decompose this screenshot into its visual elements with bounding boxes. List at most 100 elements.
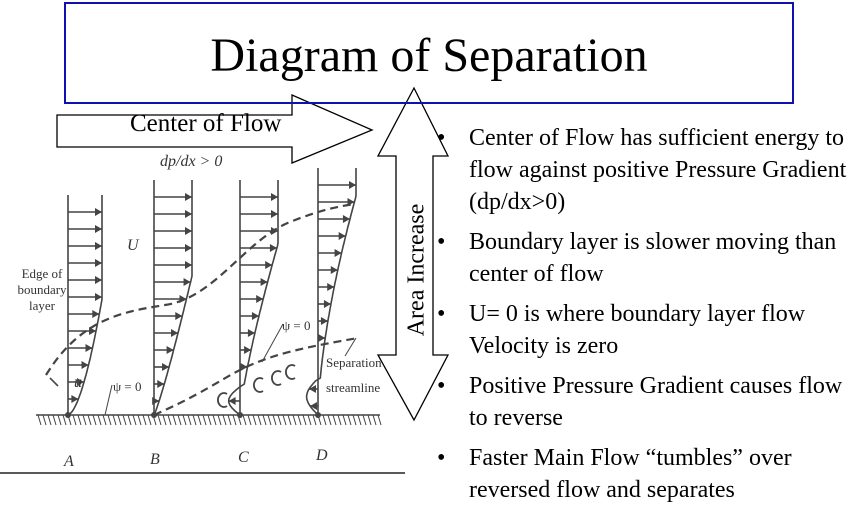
velocity-profile <box>152 180 193 415</box>
arrowhead <box>185 193 192 201</box>
eddy-icon <box>217 392 228 408</box>
hatch-mark <box>352 414 357 426</box>
hatch-mark <box>282 414 287 426</box>
station-a-point <box>65 412 71 418</box>
arrowhead <box>185 210 192 218</box>
hatch-mark <box>377 414 382 426</box>
separation-label-1: Separation <box>326 355 382 370</box>
eddy-icon <box>285 364 296 380</box>
edge-label-1: Edge of <box>22 266 63 281</box>
hatch-mark <box>222 414 227 426</box>
station-c-point <box>237 412 243 418</box>
arrowhead <box>240 363 248 371</box>
arrowhead <box>95 208 102 216</box>
hatch-mark <box>372 414 377 426</box>
arrowhead <box>77 378 85 386</box>
hatch-mark <box>187 414 192 426</box>
hatch-mark <box>57 414 62 426</box>
hatch-mark <box>162 414 167 426</box>
bullet-item: U= 0 is where boundary layer flow Veloci… <box>437 298 850 362</box>
hatch-mark <box>347 414 352 426</box>
hatch-mark <box>277 414 282 426</box>
hatch-mark <box>102 414 107 426</box>
hatch-mark <box>307 414 312 426</box>
hatch-mark <box>127 414 132 426</box>
hatch-mark <box>302 414 307 426</box>
hatch-mark <box>297 414 302 426</box>
area-increase-label: Area Increase <box>403 203 430 337</box>
hatch-mark <box>262 414 267 426</box>
arrowhead <box>85 344 93 352</box>
arrowhead <box>166 346 174 354</box>
psi-label-a: ψ = 0 <box>113 379 141 394</box>
arrowhead <box>342 215 350 223</box>
arrowhead <box>228 397 236 405</box>
hatch-mark <box>272 414 277 426</box>
hatch-mark <box>212 414 217 426</box>
arrowhead <box>179 295 187 303</box>
hatch-mark <box>92 414 97 426</box>
arrowhead <box>318 334 326 342</box>
hatch-mark <box>172 414 177 426</box>
center-of-flow-arrow <box>56 94 374 164</box>
arrowhead <box>323 300 331 308</box>
hatch-mark <box>47 414 52 426</box>
arrowhead <box>95 293 102 301</box>
hatch-mark <box>367 414 372 426</box>
station-b-label: B <box>150 451 160 468</box>
hatch-mark <box>332 414 337 426</box>
station-d-label: D <box>315 447 328 464</box>
arrowhead <box>185 261 192 269</box>
hatch-mark <box>177 414 182 426</box>
hatch-mark <box>167 414 172 426</box>
arrowhead <box>334 249 342 257</box>
separation-streamline <box>153 336 359 417</box>
arrowhead <box>265 261 273 269</box>
arrowhead <box>244 346 252 354</box>
station-c-label: C <box>238 449 249 466</box>
bullet-item: Boundary layer is slower moving than cen… <box>437 226 850 290</box>
velocity-profile <box>67 195 103 415</box>
eddy-icon <box>271 370 282 386</box>
arrowhead <box>95 225 102 233</box>
velocity-profile <box>305 168 357 415</box>
velocity-profile <box>227 180 279 415</box>
hatch-mark <box>37 414 42 426</box>
arrowhead <box>171 329 179 337</box>
separation-label-2: streamline <box>326 380 380 395</box>
arrowhead <box>260 278 268 286</box>
arrowhead <box>185 244 192 252</box>
arrowhead <box>71 395 79 403</box>
area-increase-arrow <box>376 86 450 422</box>
arrowhead <box>92 310 100 318</box>
profile-curve <box>305 168 357 415</box>
hatch-mark <box>287 414 292 426</box>
hatch-mark <box>312 414 317 426</box>
hatch-mark <box>52 414 57 426</box>
arrowhead <box>349 181 356 189</box>
hatch-mark <box>82 414 87 426</box>
bullet-list: Center of Flow has sufficient energy to … <box>437 122 850 514</box>
hatch-mark <box>62 414 67 426</box>
arrowhead <box>89 327 97 335</box>
hatch-mark <box>132 414 137 426</box>
station-b-point <box>151 412 157 418</box>
hatch-mark <box>147 414 152 426</box>
arrowhead <box>95 242 102 250</box>
dp-label: dp/dx > 0 <box>160 153 222 170</box>
arrowhead <box>338 232 346 240</box>
hatch-mark <box>202 414 207 426</box>
station-d-point <box>315 412 321 418</box>
hatch-mark <box>122 414 127 426</box>
hatch-mark <box>142 414 147 426</box>
arrowhead <box>347 198 355 206</box>
bullet-item: Center of Flow has sufficient energy to … <box>437 122 850 218</box>
hatch-mark <box>112 414 117 426</box>
velocity-label: u <box>74 374 82 391</box>
hatch-mark <box>327 414 332 426</box>
psi-pointer-c <box>261 323 284 363</box>
bullet-item: Faster Main Flow “tumbles” over reversed… <box>437 442 850 506</box>
arrowhead <box>271 193 278 201</box>
arrowhead <box>185 227 192 235</box>
